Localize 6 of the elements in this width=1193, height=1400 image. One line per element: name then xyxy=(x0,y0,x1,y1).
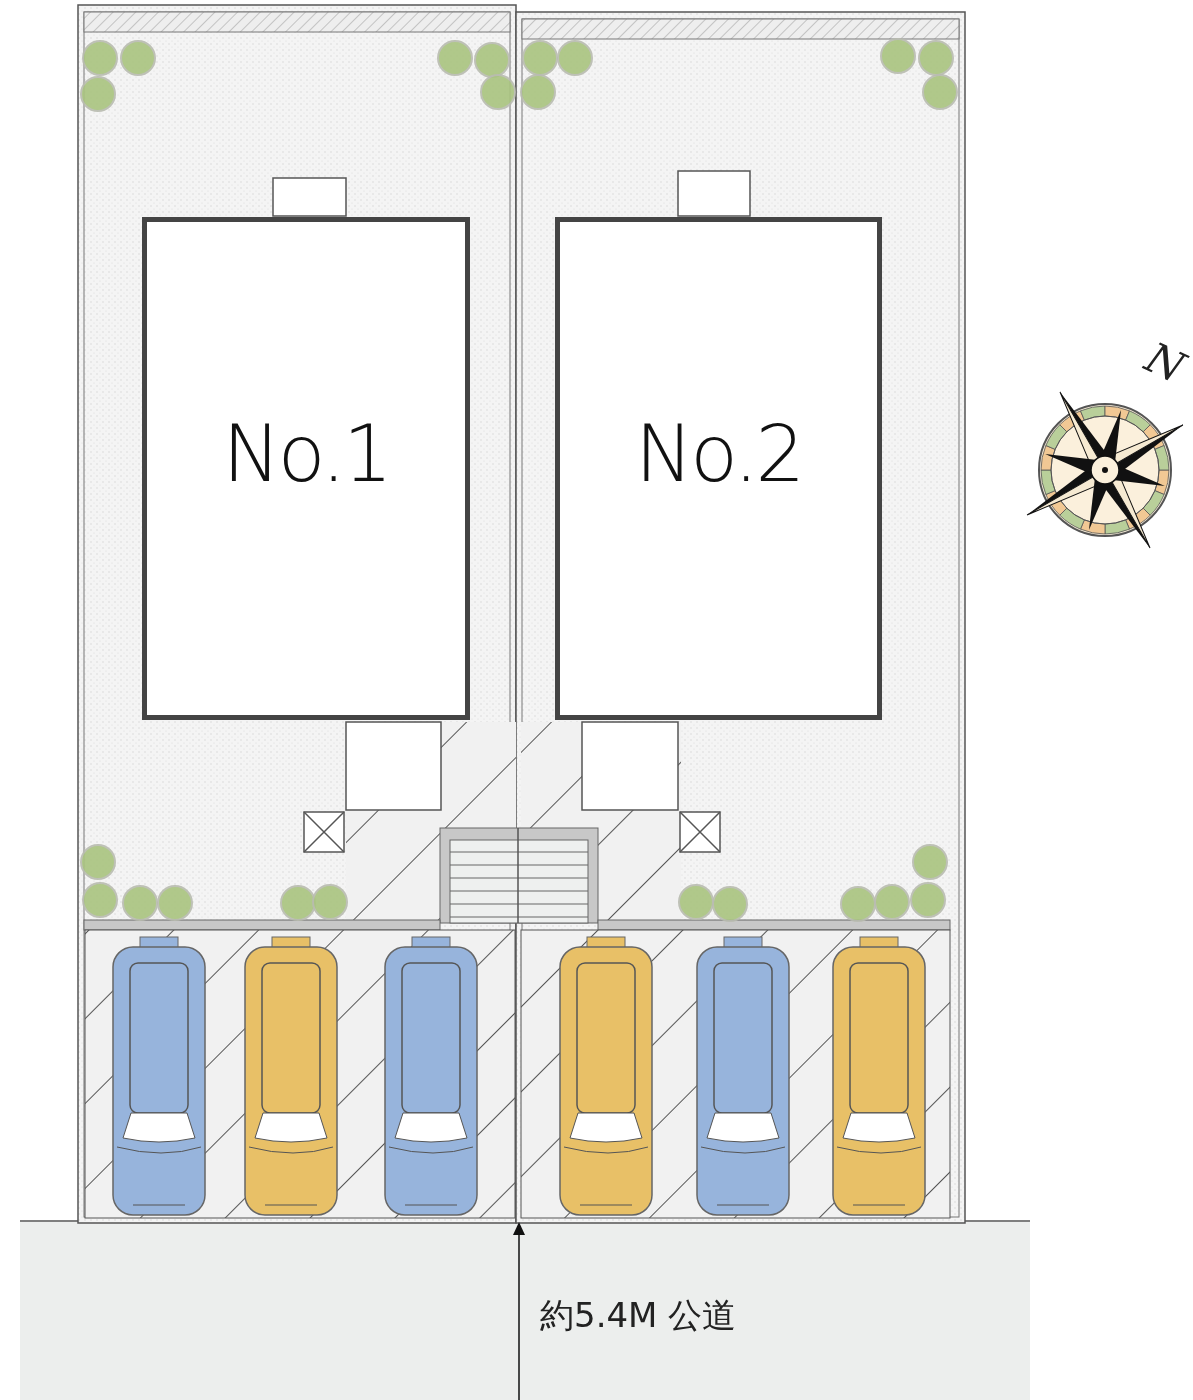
house-footprint xyxy=(555,217,882,720)
north-label: N xyxy=(1138,332,1193,393)
road-width-label: 約5.4M 公道 xyxy=(540,1294,737,1337)
lot-number: No.2 xyxy=(634,408,803,499)
lot-number: No.1 xyxy=(222,408,390,499)
house-footprint xyxy=(142,217,470,720)
